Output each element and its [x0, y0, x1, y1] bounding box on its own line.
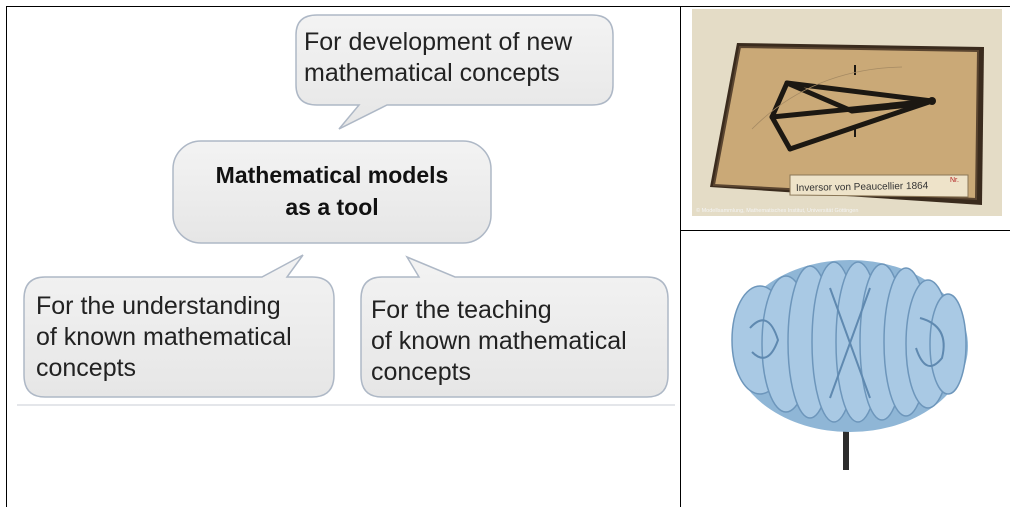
right-speech-bubble — [360, 255, 669, 398]
right-bubble-text: For the teaching of known mathematical c… — [371, 295, 627, 388]
center-title: Mathematical models as a tool — [173, 159, 491, 223]
left-bubble-line-2: of known mathematical — [36, 323, 292, 351]
diagram-canvas — [17, 14, 675, 406]
right-bubble-line-2: of known mathematical — [371, 327, 627, 355]
top-bubble-line-1: For development of new — [304, 28, 573, 56]
model-stand — [843, 418, 849, 470]
right-bubble-line-1: For the teaching — [371, 296, 552, 324]
table-left-border — [6, 6, 7, 507]
peaucellier-drawing: Inversor von Peaucellier 1864 Nr. © Mode… — [692, 9, 1002, 216]
top-speech-bubble — [295, 14, 614, 130]
sliced-model-photo — [720, 248, 978, 470]
diagram-cell: For development of new mathematical conc… — [7, 7, 680, 507]
left-bubble-text: For the understanding of known mathemati… — [36, 291, 292, 384]
label-plate-text: Inversor von Peaucellier 1864 — [796, 181, 929, 194]
sliced-model-drawing — [720, 248, 978, 470]
model-slices — [731, 261, 967, 423]
peaucellier-photo: Inversor von Peaucellier 1864 Nr. © Mode… — [692, 9, 1002, 216]
left-speech-bubble — [23, 254, 335, 398]
linkage-bars — [769, 80, 935, 152]
center-title-line-2: as a tool — [285, 194, 379, 220]
table-column-divider — [680, 6, 681, 507]
left-bubble-line-1: For the understanding — [36, 292, 281, 320]
left-bubble-line-3: concepts — [36, 354, 137, 382]
label-tag: Nr. — [950, 177, 959, 184]
center-box — [172, 140, 492, 244]
table-top-border — [6, 6, 1010, 7]
label-plate — [789, 174, 969, 198]
top-bubble-line-2: mathematical concepts — [304, 59, 560, 87]
center-title-line-1: Mathematical models — [215, 162, 449, 188]
top-bubble-text: For development of new mathematical conc… — [304, 27, 572, 89]
photo-caption: © Modellsammlung, Mathematisches Institu… — [696, 207, 858, 214]
right-bubble-line-3: concepts — [371, 358, 472, 386]
table-row-divider-right — [680, 230, 1010, 231]
